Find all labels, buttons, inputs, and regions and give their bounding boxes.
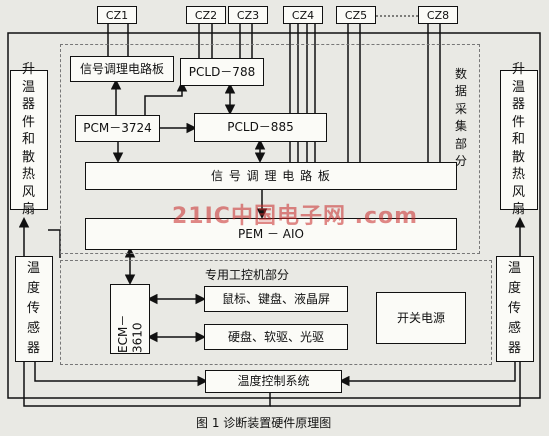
connector-cz1: CZ1 <box>97 6 137 24</box>
connector-cz8: CZ8 <box>418 6 458 24</box>
ecm-3610-label: ECM－3610 <box>115 314 144 353</box>
pcm-3724-box: PCM－3724 <box>75 115 160 142</box>
right-temperature-sensor-box: 温度传感器 <box>496 256 534 362</box>
data-acquisition-label: 数据采 集部分 <box>455 67 469 168</box>
signal-conditioning-board-top: 信号调理电路板 <box>70 56 174 82</box>
mouse-keyboard-lcd-box: 鼠标、键盘、液晶屏 <box>204 286 348 312</box>
data-acquisition-region <box>60 44 480 254</box>
right-heater-fan-box: 升温器 件和 散热风扇 <box>500 62 538 217</box>
left-temperature-sensor-box: 温度传感器 <box>15 256 53 362</box>
figure-caption: 图 1 诊断装置硬件原理图 <box>196 416 332 430</box>
pcld-788-box: PCLD－788 <box>180 58 264 86</box>
connector-cz5: CZ5 <box>336 6 376 24</box>
ipc-section-label: 专用工控机部分 <box>205 268 290 282</box>
connector-cz3: CZ3 <box>228 6 268 24</box>
temperature-control-box: 温度控制系统 <box>205 370 342 393</box>
ipc-region <box>60 260 492 365</box>
pem-aio-box: PEM － AIO <box>85 218 457 250</box>
ecm-3610-box: ECM－3610 <box>110 284 150 354</box>
disk-drives-box: 硬盘、软驱、光驱 <box>204 324 348 350</box>
signal-conditioning-board-main: 信 号 调 理 电 路 板 <box>85 162 457 190</box>
connector-cz2: CZ2 <box>186 6 226 24</box>
pcld-885-box: PCLD－885 <box>194 113 327 142</box>
switching-power-box: 开关电源 <box>376 292 466 344</box>
connector-cz4: CZ4 <box>283 6 323 24</box>
left-heater-fan-box: 升温器 件和 散热风扇 <box>10 62 48 217</box>
watermark-logo: 21IC中国电子网 .com <box>172 204 419 229</box>
